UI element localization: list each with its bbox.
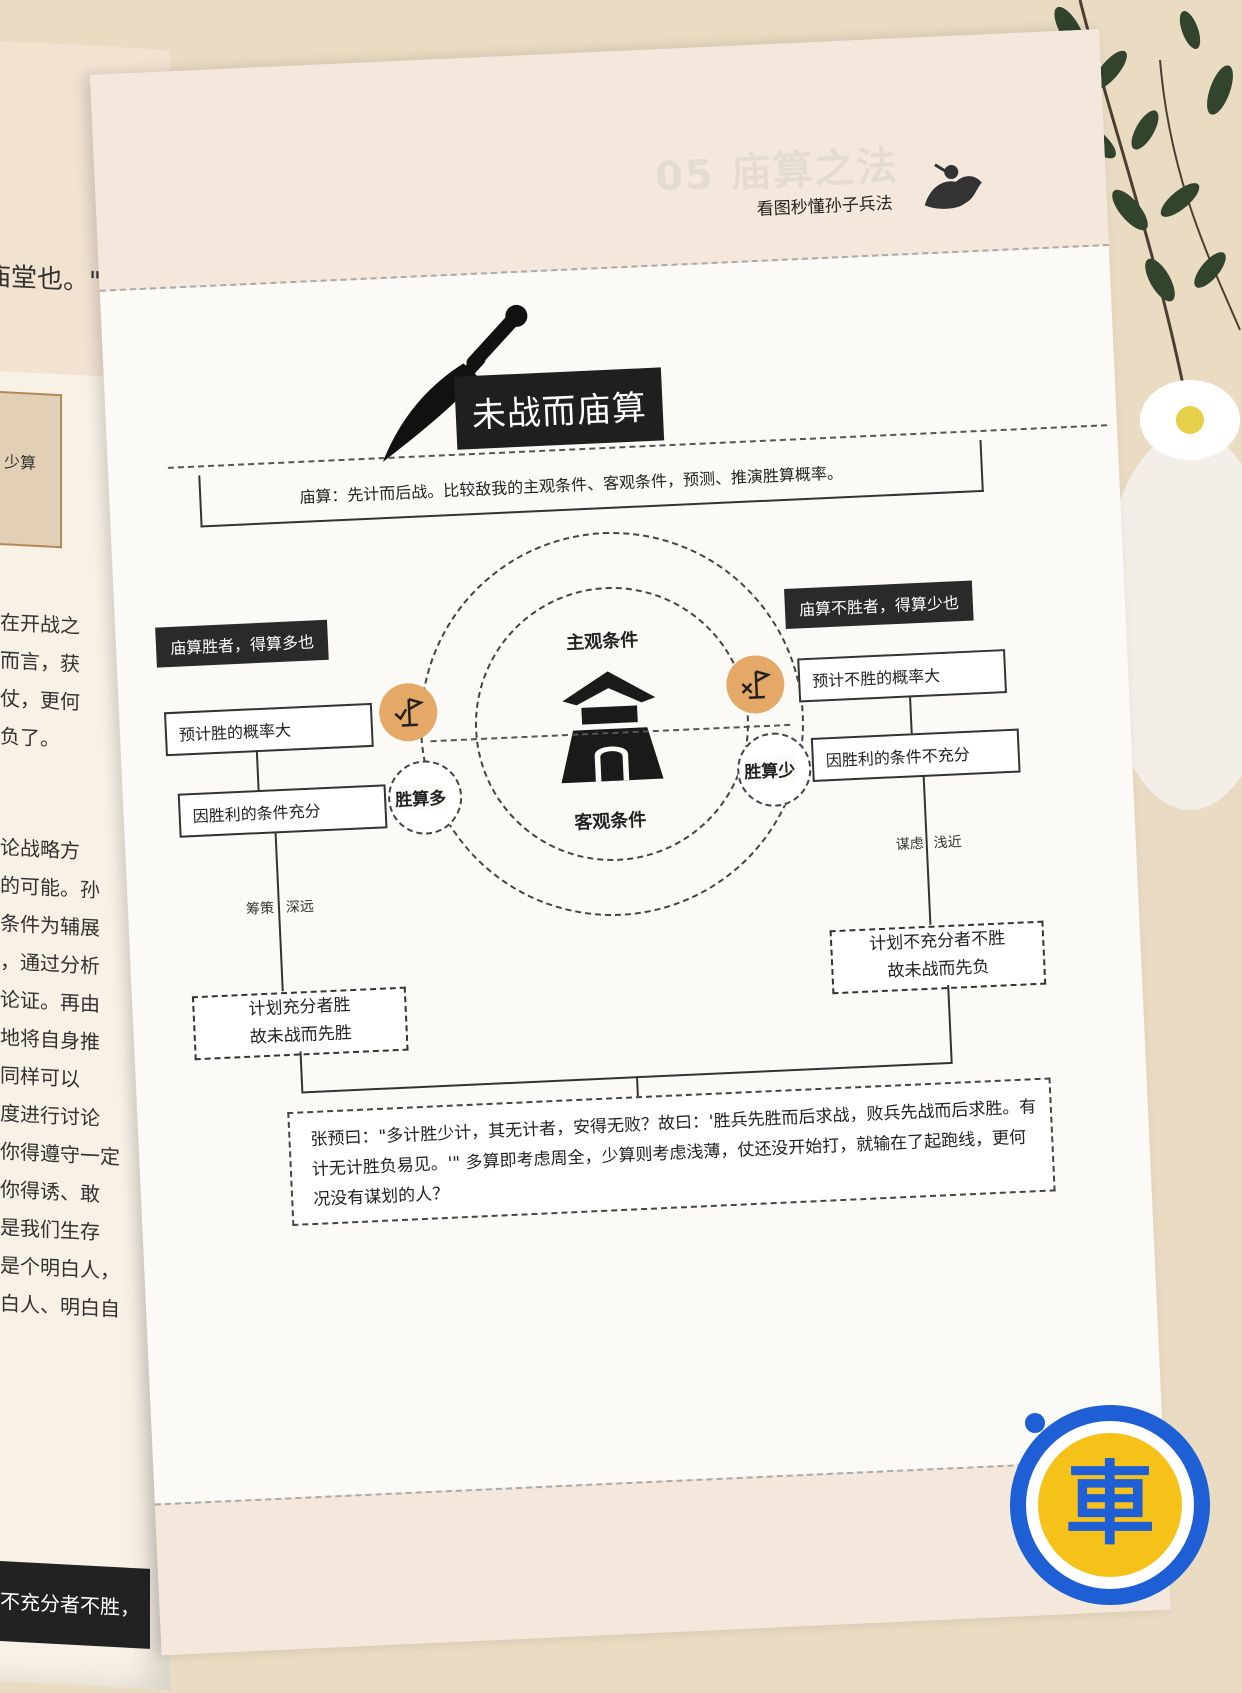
left-header-fragment: 庙堂也。" [0, 255, 101, 298]
left-line-7: 划，通过分析 [0, 944, 100, 979]
merge-down [636, 1076, 639, 1096]
diagram: 主观条件 客观条件 庙算胜者，得算多也 预计胜的概率大 胜算多 因胜利的条件充分… [90, 29, 1167, 1573]
right-box-1: 预计不胜的概率大 [797, 649, 1007, 702]
left-line-15: 得是个明白人， [0, 1248, 120, 1284]
watermark-logo-text: 車 [1065, 1452, 1155, 1557]
left-box-label: 少算 [4, 448, 36, 474]
left-line-16: 明白人、明白自 [0, 1286, 120, 1322]
left-box-1: 预计胜的概率大 [164, 703, 374, 756]
left-box-2: 因胜利的条件充分 [178, 784, 388, 837]
right-side-b: 浅近 [933, 831, 962, 852]
left-line-1: 较而言，获 [0, 643, 80, 677]
right-orange-disc [725, 654, 786, 715]
left-line-2: 胜仗，更何 [0, 681, 80, 715]
left-side-b: 深远 [285, 896, 314, 917]
left-side-a: 筹策 [246, 898, 275, 919]
left-line-3: 败负了。 [0, 719, 60, 752]
left-connector-2 [275, 831, 284, 991]
left-line-5: 性的可能。孙 [0, 868, 100, 903]
check-flag-icon [378, 682, 439, 743]
right-branch-header: 庙算不胜者，得算少也 [784, 581, 974, 629]
left-line-11: 角度进行讨论 [0, 1096, 100, 1131]
left-line-9: 能地将自身推 [0, 1020, 100, 1055]
pagoda-icon [537, 659, 683, 795]
left-branch-header: 庙算胜者，得算多也 [155, 620, 329, 668]
left-line-14: 也是我们生存 [0, 1210, 100, 1245]
left-node-label: 胜算多 [395, 784, 447, 811]
left-bottom-text: 不充分者不胜， [0, 1585, 140, 1621]
left-line-8: 的论证。再由 [0, 982, 100, 1017]
left-line-10: ，同样可以 [0, 1058, 80, 1092]
left-line-4: 讨论战略方 [0, 830, 80, 864]
left-box: 少算 [0, 390, 62, 548]
quote-box: 张预曰："多计胜少计，其无计者，安得无败？故曰：'胜兵先胜而后求战，败兵先战而后… [287, 1077, 1055, 1226]
merge-left [300, 1051, 304, 1091]
left-line-0: ，在开战之 [0, 605, 80, 639]
cross-flag-icon [725, 654, 786, 715]
quote-text: 张预曰："多计胜少计，其无计者，安得无败？故曰：'胜兵先胜而后求战，败兵先战而后… [310, 1092, 1043, 1215]
right-connector-1 [909, 695, 913, 733]
center-top-label: 主观条件 [566, 626, 639, 655]
left-orange-disc [378, 682, 439, 743]
right-node-label: 胜算少 [744, 756, 796, 783]
right-box-2: 因胜利的条件不充分 [811, 729, 1021, 782]
left-line-12: ，你得遵守一定 [0, 1134, 120, 1170]
left-line-6: 观条件为辅展 [0, 906, 100, 941]
watermark-logo: 車 [1000, 1395, 1220, 1615]
left-bottom-bar: 不充分者不胜， [0, 1560, 150, 1649]
left-result-box: 计划充分者胜 故未战而先胜 [192, 987, 409, 1061]
merge-right [947, 985, 952, 1062]
center-bottom-label: 客观条件 [574, 806, 647, 835]
right-result-box: 计划不充分者不胜 故未战而先负 [830, 921, 1047, 995]
right-side-a: 谋虑 [895, 833, 924, 854]
left-connector-1 [256, 750, 260, 790]
left-line-13: 中你得诱、敢 [0, 1172, 100, 1207]
